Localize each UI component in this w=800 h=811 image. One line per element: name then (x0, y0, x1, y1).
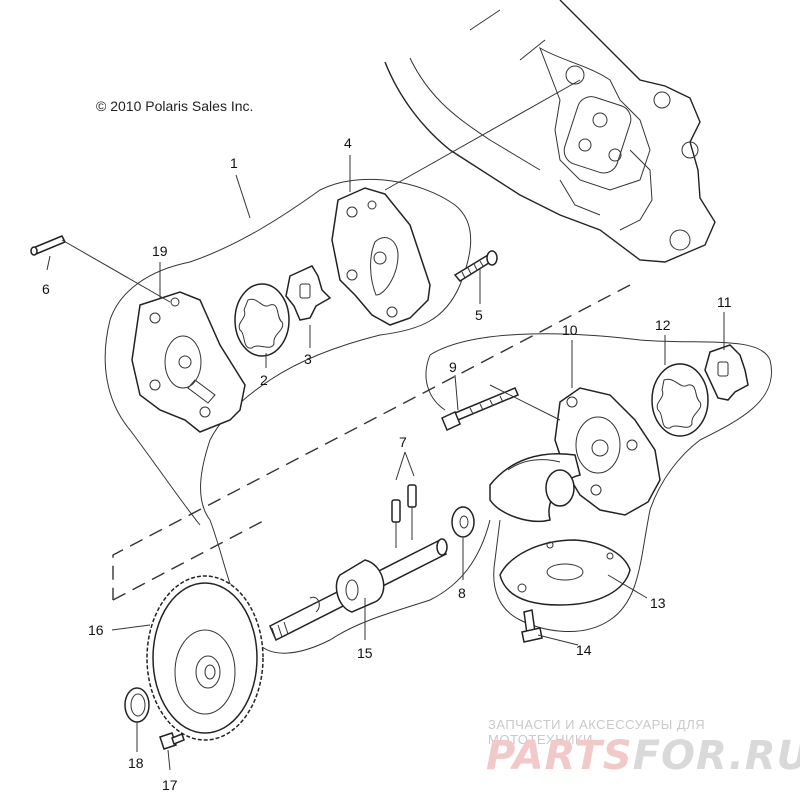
watermark-brand-part-a: PARTS (486, 733, 633, 779)
callout-19: 19 (152, 243, 168, 259)
callout-9: 9 (449, 359, 457, 375)
callout-6: 6 (42, 281, 50, 297)
group-outline-1-left (104, 319, 201, 526)
alignment-dashed-line-bottom (112, 519, 266, 601)
watermark-tagline: ЗАПЧАСТИ И АКСЕССУАРЫ ДЛЯ МОТОТЕХНИКИ (488, 717, 706, 747)
callout-7: 7 (399, 434, 407, 450)
oil-pickup (489, 453, 581, 522)
part-4-pump-body (331, 187, 431, 326)
callout-11: 11 (717, 294, 732, 310)
part-9-bolt (441, 387, 519, 432)
callout-4: 4 (344, 135, 352, 151)
part-12-outer-rotor (651, 363, 709, 437)
callout-13: 13 (650, 595, 666, 611)
part-11-inner-rotor (704, 344, 749, 401)
leader-lines (46, 79, 725, 771)
watermark-brand-part-b: FOR.RU (632, 733, 800, 779)
part-18-washer (124, 687, 150, 723)
part-16-gear (146, 575, 264, 741)
part-6-pin (30, 235, 67, 256)
part-7-dowel-pins (391, 484, 417, 548)
callout-3: 3 (304, 351, 312, 367)
part-17-bolt (159, 732, 185, 750)
part-13-screen (499, 539, 631, 606)
callout-10: 10 (562, 322, 578, 338)
callout-12: 12 (655, 317, 671, 333)
part-19-pump-plate (131, 291, 246, 433)
part-8-washer (451, 506, 475, 538)
callout-17: 17 (162, 777, 178, 793)
callout-18: 18 (128, 755, 144, 771)
group-outline-1 (109, 178, 491, 654)
group-outline-10 (429, 333, 772, 633)
group-outline-10-left (425, 354, 446, 411)
callout-16: 16 (88, 622, 104, 638)
part-15-shaft (269, 538, 448, 642)
callout-15: 15 (357, 645, 373, 661)
copyright-notice: © 2010 Polaris Sales Inc. (96, 98, 254, 114)
part-14-bolt (521, 609, 543, 643)
engine-case (384, 0, 716, 263)
part-5-bolt (453, 250, 498, 282)
callout-1: 1 (230, 155, 238, 171)
alignment-dashed-line-top (112, 284, 631, 600)
part-3-inner-rotor (285, 265, 332, 321)
callout-2: 2 (260, 372, 268, 388)
watermark-brand: PARTSFOR.RU (486, 733, 800, 779)
callout-5: 5 (475, 307, 483, 323)
part-2-outer-rotor (234, 283, 290, 357)
callout-14: 14 (576, 642, 592, 658)
callout-8: 8 (458, 585, 466, 601)
